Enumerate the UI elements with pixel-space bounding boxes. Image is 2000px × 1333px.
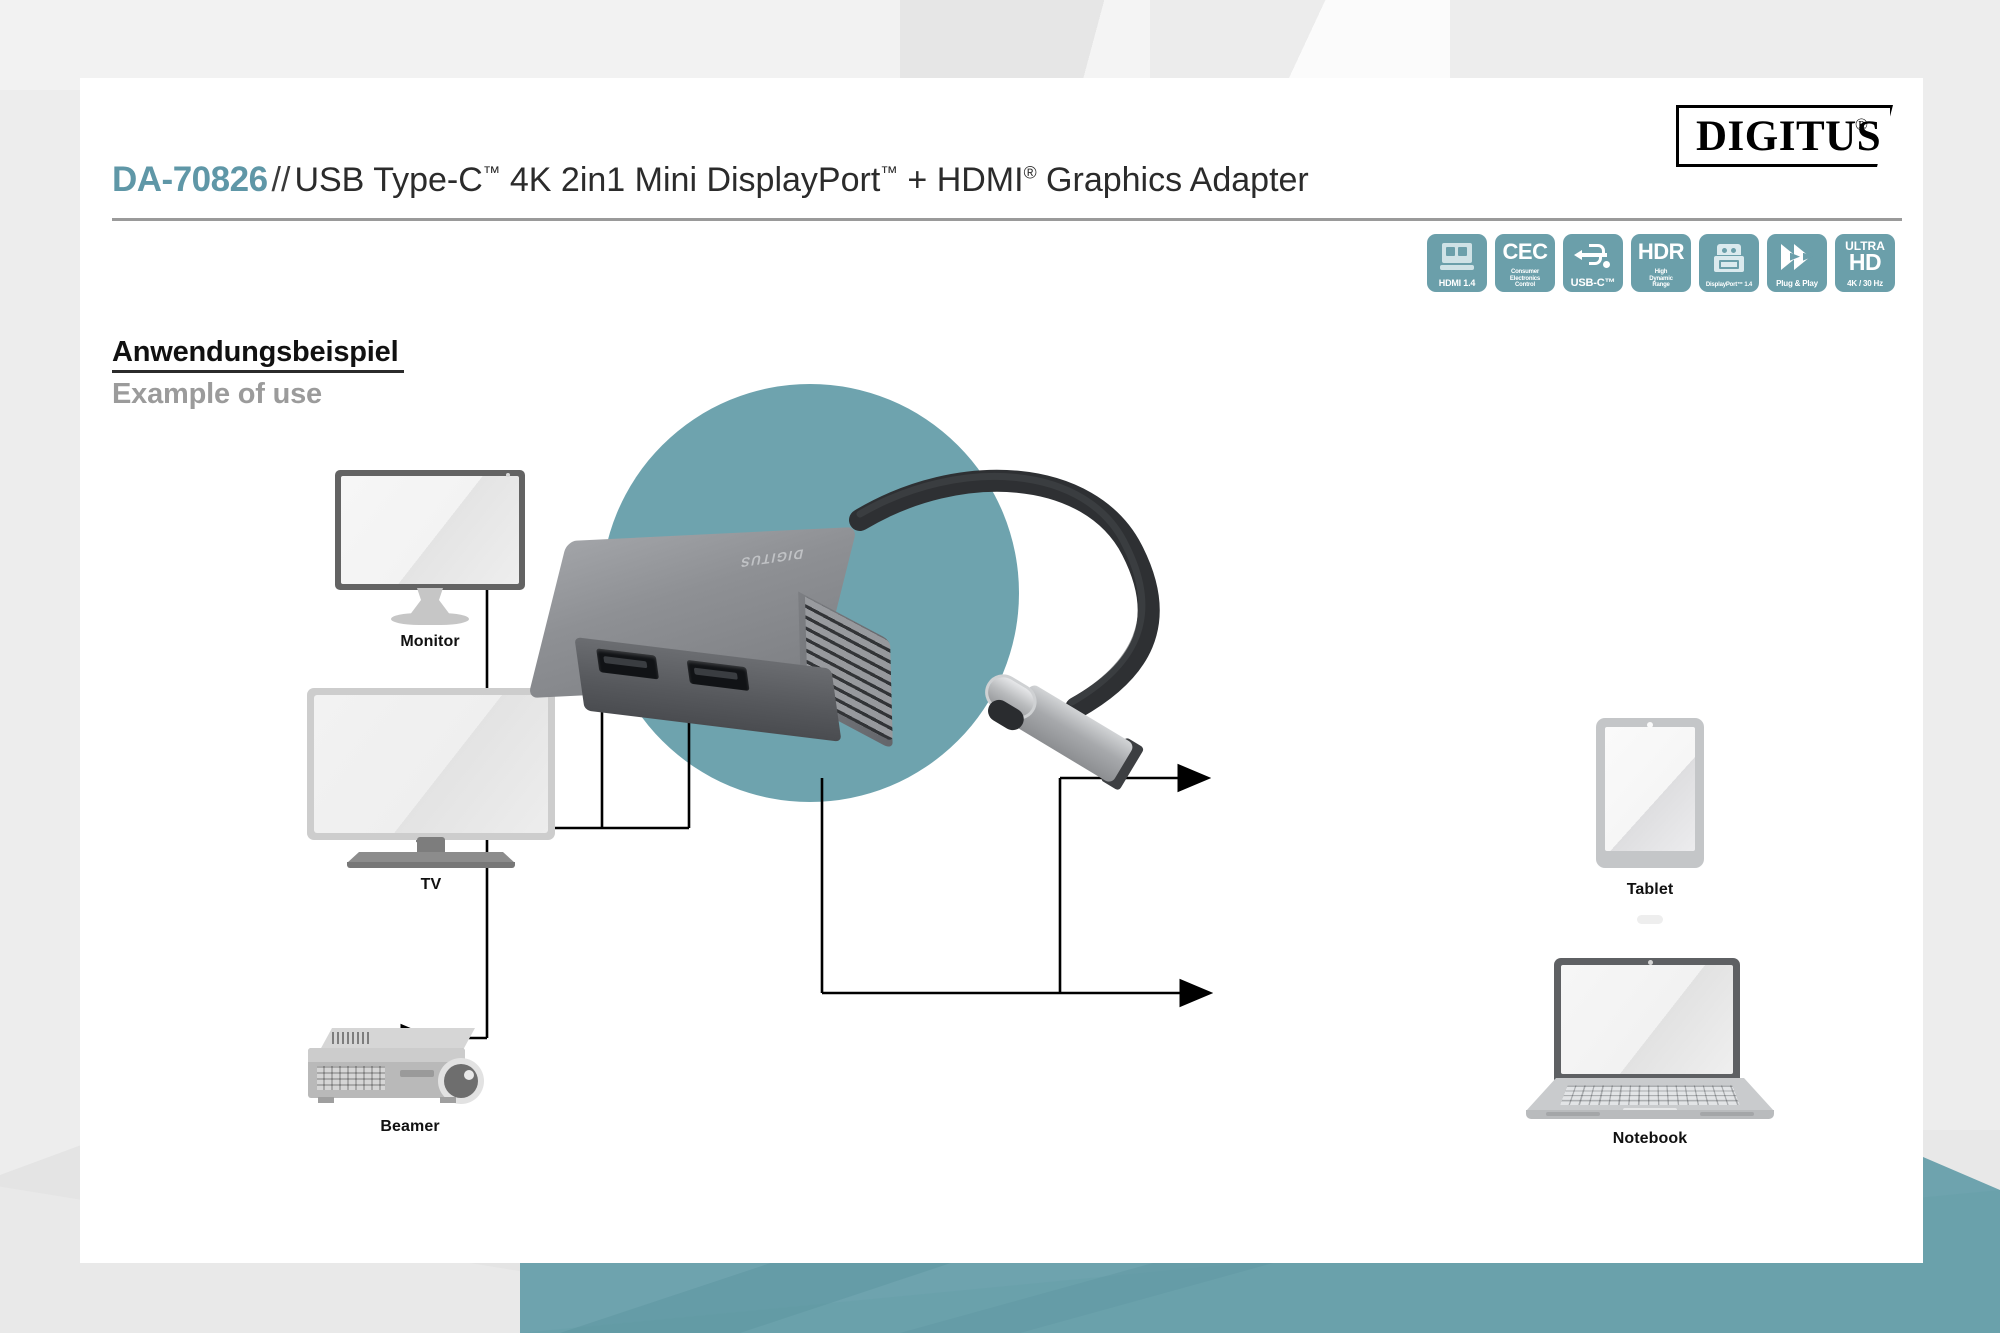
- device-label-tv: TV: [307, 876, 555, 894]
- monitor-bezel: [335, 470, 525, 590]
- beamer-lens: [444, 1064, 478, 1098]
- monitor-stand-neck: [409, 588, 451, 616]
- application-diagram: Monitor TV Beamer: [80, 78, 1923, 1263]
- beamer-top-vents: [332, 1032, 370, 1044]
- monitor-camera-icon: [506, 473, 510, 477]
- tablet-body: [1596, 718, 1704, 868]
- tablet-home-button: [1637, 915, 1663, 924]
- tv-screen: [314, 695, 548, 833]
- notebook-lid: [1554, 958, 1740, 1081]
- notebook-camera-icon: [1648, 960, 1653, 965]
- notebook-front-vent-left: [1546, 1112, 1600, 1116]
- tablet-camera-icon: [1647, 722, 1653, 728]
- device-monitor: Monitor: [255, 470, 525, 650]
- beamer-body-highlight: [308, 1048, 465, 1062]
- monitor-screen: [341, 476, 519, 584]
- device-notebook: Notebook: [1520, 958, 1780, 1178]
- notebook-front-vent-right: [1700, 1112, 1754, 1116]
- beamer-foot-right: [440, 1097, 456, 1103]
- content-card: DIGITUS ® DA-70826//USB Type-C™ 4K 2in1 …: [80, 78, 1923, 1263]
- device-tablet: Tablet: [1550, 718, 1750, 928]
- device-tv: TV: [235, 688, 535, 908]
- tv-bezel: [307, 688, 555, 840]
- beamer-vent-grid: [317, 1066, 385, 1090]
- bg-facet-top-diagonal-2: [1150, 0, 1450, 80]
- tv-stand-base-edge: [347, 862, 515, 868]
- product-photo: DIGITUS: [560, 418, 1280, 888]
- notebook-screen: [1561, 965, 1733, 1074]
- beamer-foot-left: [318, 1097, 334, 1103]
- device-label-monitor: Monitor: [335, 633, 525, 651]
- tablet-screen: [1605, 727, 1695, 851]
- device-label-tablet: Tablet: [1550, 881, 1750, 899]
- notebook-keyboard: [1560, 1086, 1740, 1105]
- device-label-beamer: Beamer: [290, 1118, 530, 1136]
- beamer-slot: [400, 1070, 434, 1077]
- bg-facet-top-left: [0, 0, 1010, 90]
- adapter-body: DIGITUS: [567, 497, 911, 749]
- device-label-notebook: Notebook: [1520, 1130, 1780, 1148]
- device-beamer: Beamer: [290, 1028, 530, 1168]
- monitor-stand-base: [391, 613, 469, 625]
- beamer-lens-highlight: [464, 1070, 474, 1080]
